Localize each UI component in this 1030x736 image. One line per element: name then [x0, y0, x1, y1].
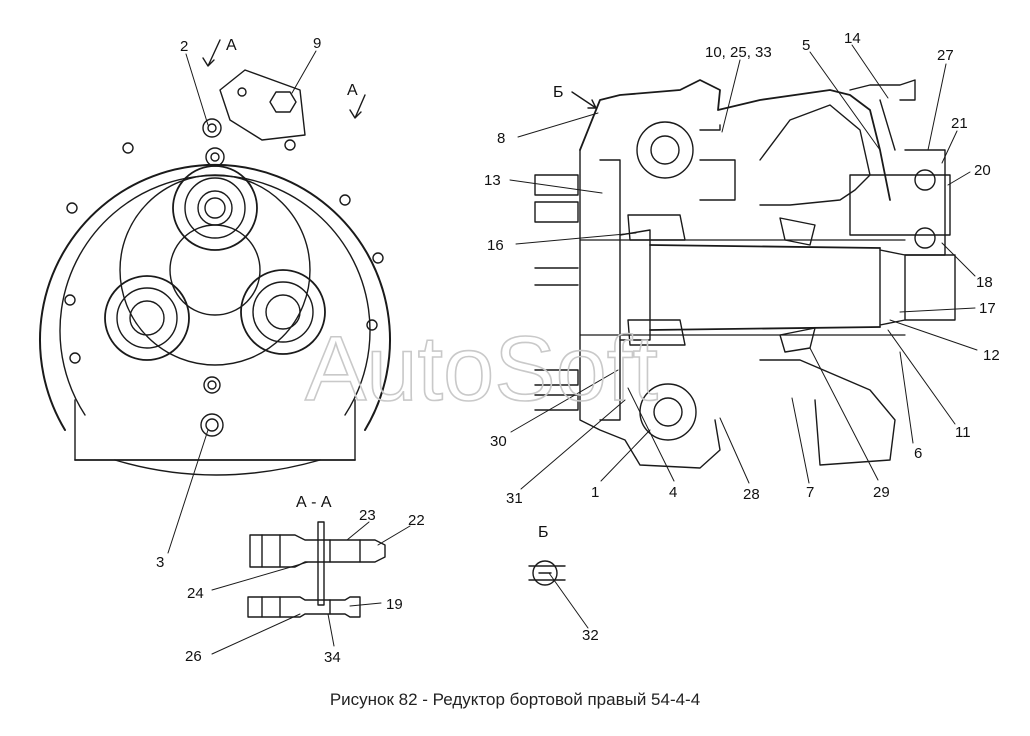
callout-16: 16: [487, 237, 504, 254]
callout-24: 24: [187, 585, 204, 602]
end-view: [39, 39, 391, 476]
callout-5: 5: [802, 37, 810, 54]
callout-28: 28: [743, 486, 760, 503]
callout-4: 4: [669, 484, 677, 501]
callout-19: 19: [386, 596, 403, 613]
callout-11: 11: [955, 424, 971, 441]
callout-9: 9: [313, 35, 321, 52]
callout-3: 3: [156, 554, 164, 571]
figure-caption: Рисунок 82 - Редуктор бортовой правый 54…: [329, 690, 701, 709]
callout-6: 6: [914, 445, 922, 462]
leader-lines: [167, 44, 978, 655]
callout-21: 21: [951, 115, 968, 132]
callouts: 2 9 3 10, 25, 33 5 14 27 8 13 16 21 20 1…: [156, 30, 1000, 666]
callout-7: 7: [806, 484, 814, 501]
callout-13: 13: [484, 172, 501, 189]
callout-10-25-33: 10, 25, 33: [705, 44, 772, 61]
section-view: [534, 79, 956, 469]
watermark: AutoSoft: [305, 318, 658, 420]
callout-1: 1: [591, 484, 599, 501]
callout-32: 32: [582, 627, 599, 644]
callout-14: 14: [844, 30, 861, 47]
section-a-a-label: А - А: [296, 494, 332, 511]
callout-23: 23: [359, 507, 376, 524]
callout-12: 12: [983, 347, 1000, 364]
view-b-arrow-label: Б: [553, 84, 564, 101]
callout-26: 26: [185, 648, 202, 665]
callout-2: 2: [180, 38, 188, 55]
callout-18: 18: [976, 274, 993, 291]
callout-34: 34: [324, 649, 341, 666]
section-a-a: [247, 521, 386, 618]
callout-27: 27: [937, 47, 954, 64]
callout-30: 30: [490, 433, 507, 450]
section-arrow-a-right-label: A: [347, 82, 358, 99]
section-arrow-a-left-label: A: [226, 37, 237, 54]
callout-29: 29: [873, 484, 890, 501]
callout-22: 22: [408, 512, 425, 529]
callout-20: 20: [974, 162, 991, 179]
view-b: [528, 560, 566, 586]
callout-17: 17: [979, 300, 996, 317]
callout-31: 31: [506, 490, 523, 507]
callout-8: 8: [497, 130, 505, 147]
view-b-label: Б: [538, 524, 549, 541]
